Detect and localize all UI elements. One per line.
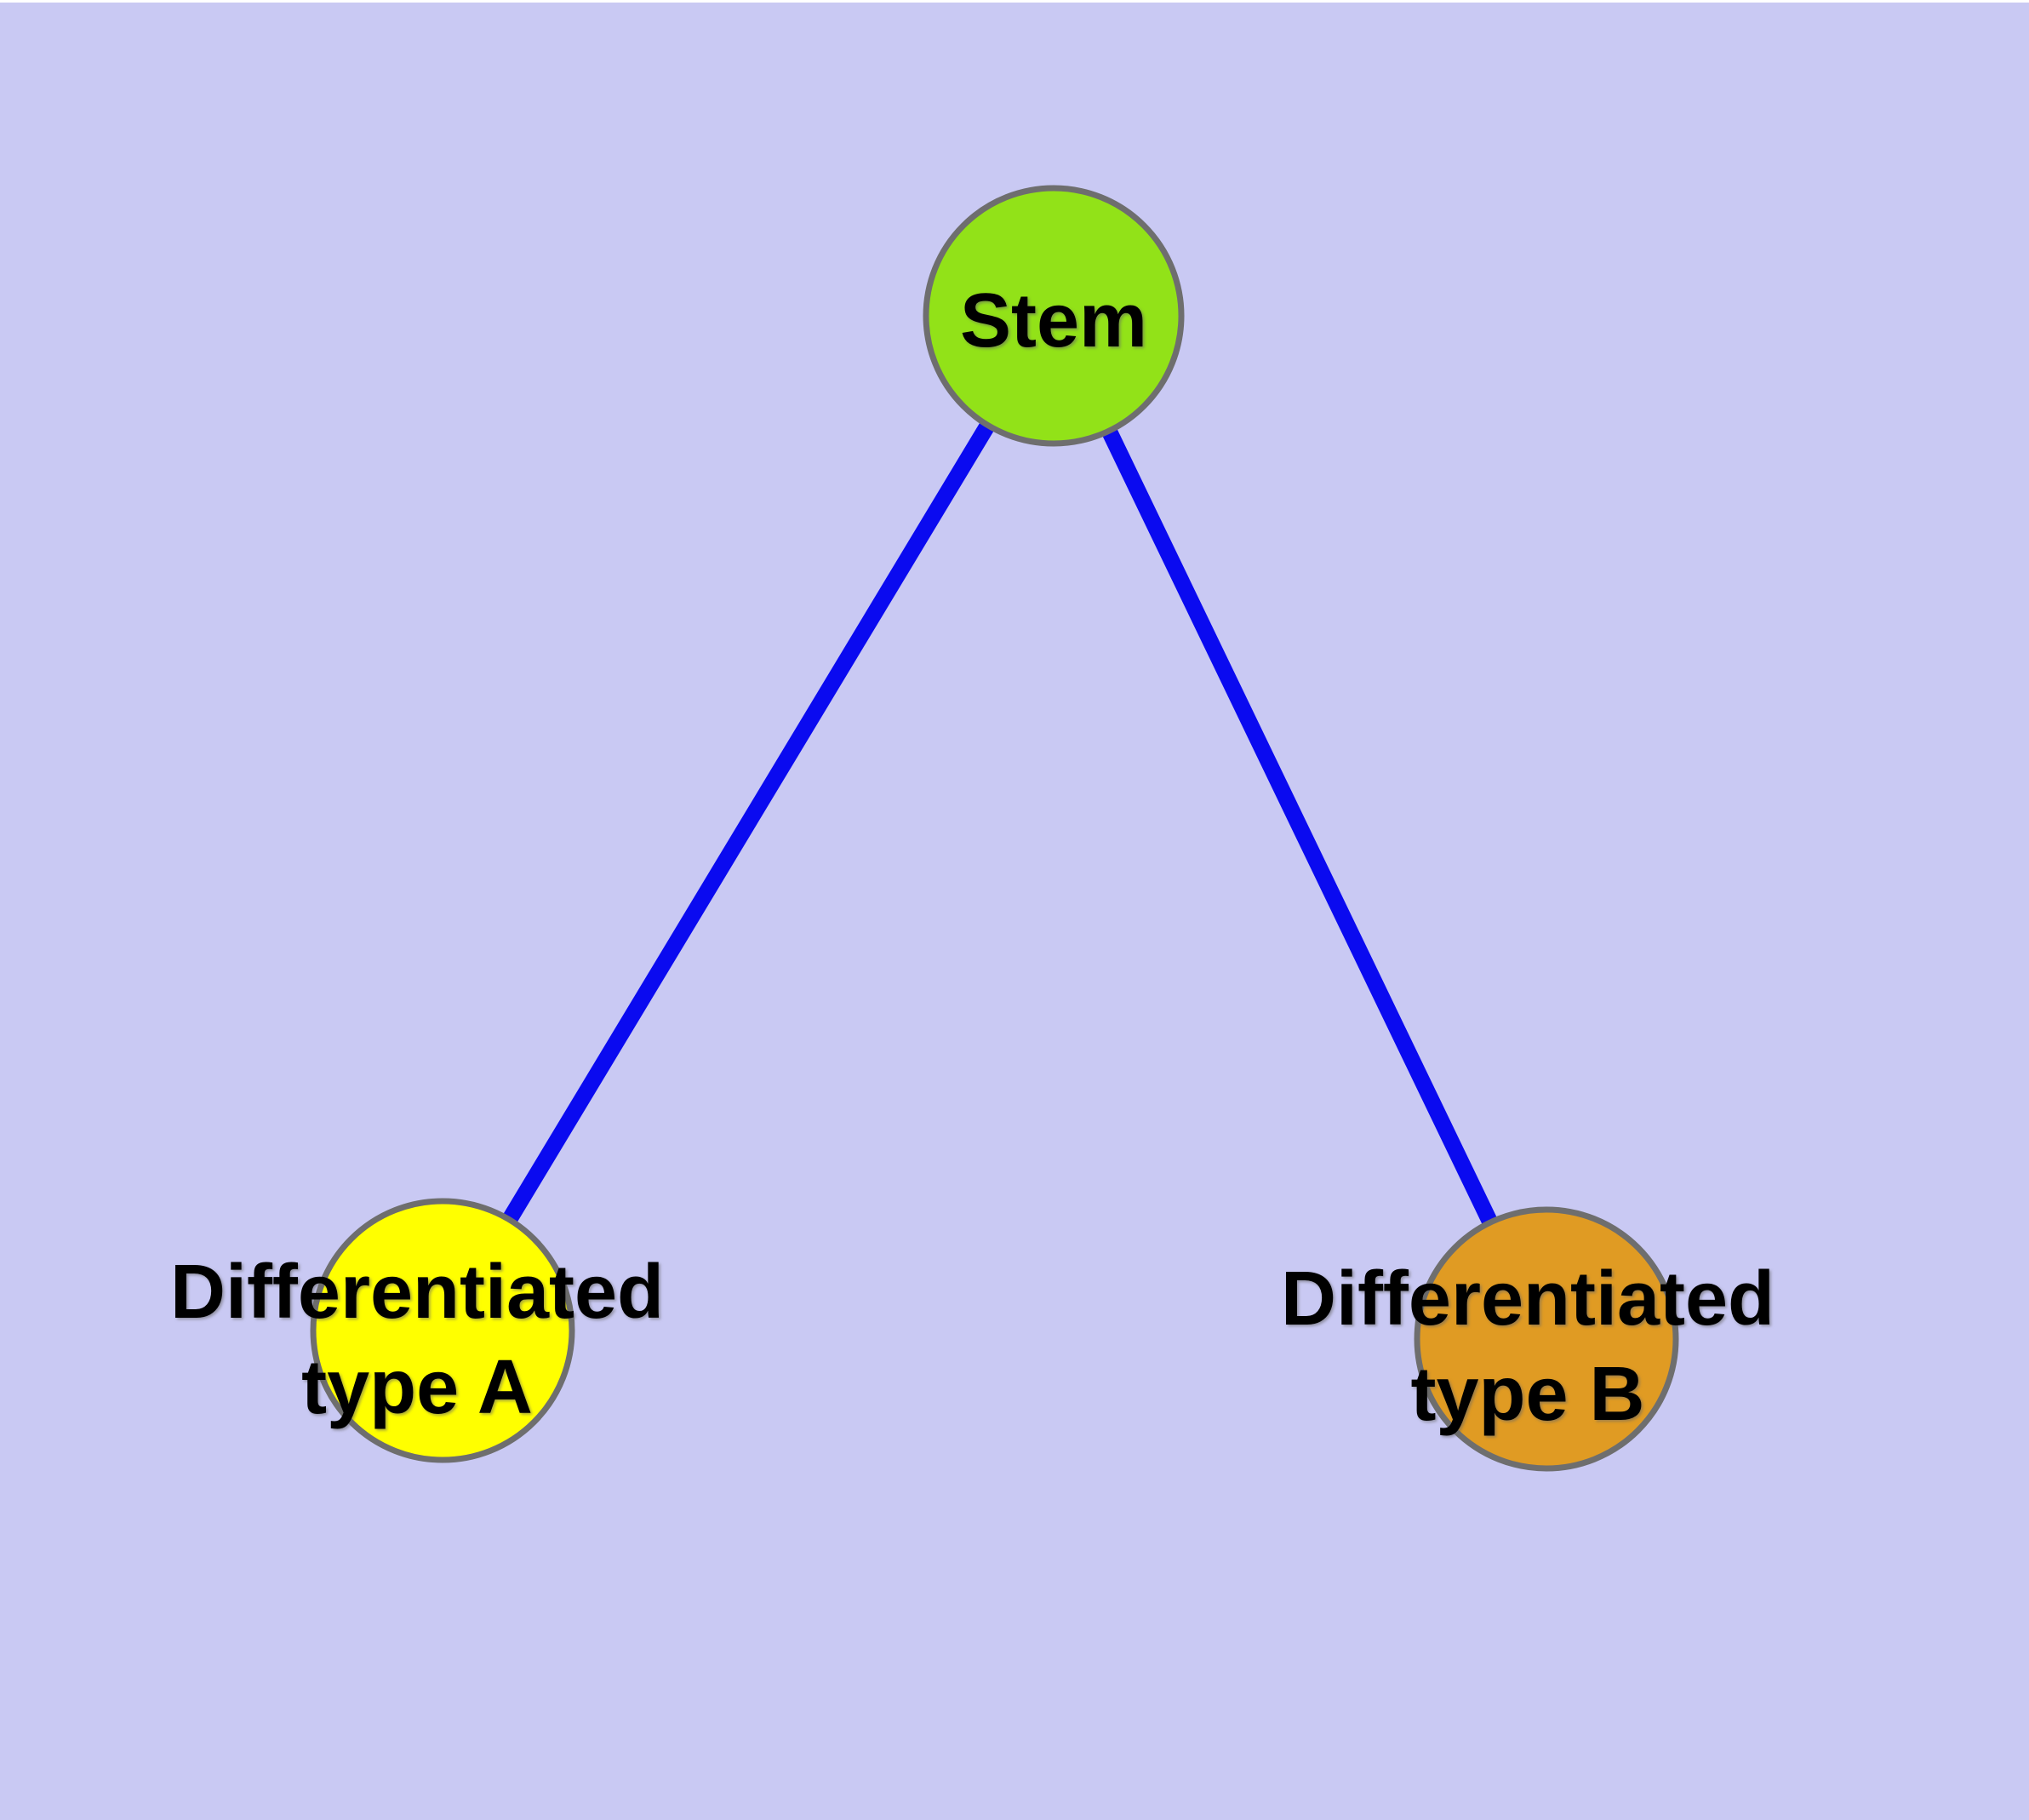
node-type-a-label-line1: Differentiated	[170, 1250, 664, 1335]
top-border-strip	[0, 0, 2029, 3]
node-stem-circle	[923, 185, 1185, 447]
node-type-a-label-line2: type A	[301, 1345, 533, 1430]
node-type-a-label: Differentiated type A	[170, 1250, 664, 1430]
node-type-a-circle	[310, 1198, 575, 1463]
node-type-b-label-line2: type B	[1410, 1352, 1644, 1437]
edge-stem-to-type-b	[1046, 312, 1554, 1343]
edge-stem-to-type-a	[435, 312, 1061, 1335]
node-stem-label: Stem	[960, 278, 1147, 363]
node-type-b-label: Differentiated type B	[1281, 1256, 1775, 1437]
node-type-b-circle	[1414, 1206, 1679, 1472]
node-type-b-label-line1: Differentiated	[1281, 1256, 1775, 1342]
